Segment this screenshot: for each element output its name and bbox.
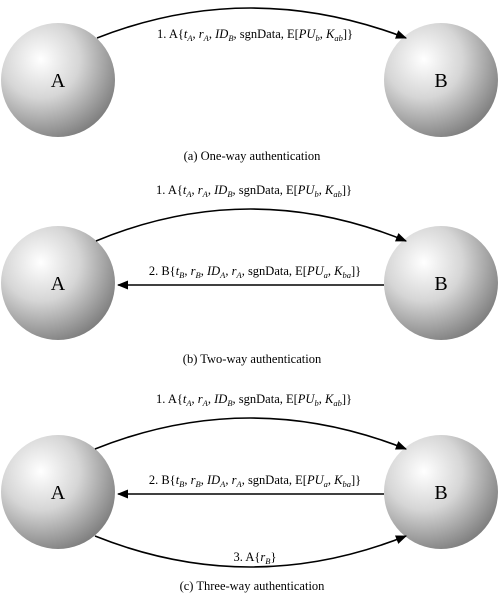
caption-c: (c) Three-way authentication	[180, 579, 326, 593]
message-arrow-1	[95, 208, 408, 242]
node-a-label: A	[51, 273, 66, 295]
node-b	[384, 435, 498, 549]
caption-b: (b) Two-way authentication	[183, 352, 322, 366]
message-arrow-1	[96, 7, 408, 39]
message-2-label: 2. B{tB, rB, IDA, rA, sgnData, E[PUa, Kb…	[149, 264, 361, 280]
message-arrow-1	[94, 417, 408, 450]
node-b	[384, 23, 498, 137]
message-1-label: 1. A{tA, rA, IDB, sgnData, E[PUb, Kab]}	[156, 392, 352, 408]
node-b	[384, 226, 498, 340]
node-a-label: A	[51, 482, 66, 504]
node-a	[1, 435, 115, 549]
message-2-label: 2. B{tB, rB, IDA, rA, sgnData, E[PUa, Kb…	[149, 473, 361, 489]
node-a	[1, 226, 115, 340]
caption-a: (a) One-way authentication	[184, 149, 321, 163]
message-1-label: 1. A{tA, rA, IDB, sgnData, E[PUb, Kab]}	[156, 183, 352, 199]
message-1-label: 1. A{tA, rA, IDB, sgnData, E[PUb, Kab]}	[157, 27, 353, 43]
panel-two-way: A B 1. A{tA, rA, IDB, sgnData, E[PUb, Ka…	[1, 183, 498, 366]
panel-one-way: A B 1. A{tA, rA, IDB, sgnData, E[PUb, Ka…	[1, 7, 498, 163]
node-b-label: B	[434, 273, 447, 295]
message-3-label: 3. A{rB}	[234, 550, 277, 566]
message-arrow-3	[94, 535, 408, 568]
node-a	[1, 23, 115, 137]
node-b-label: B	[434, 482, 447, 504]
panel-three-way: A B 1. A{tA, rA, IDB, sgnData, E[PUb, Ka…	[1, 392, 498, 593]
node-a-label: A	[51, 70, 66, 92]
node-b-label: B	[434, 70, 447, 92]
